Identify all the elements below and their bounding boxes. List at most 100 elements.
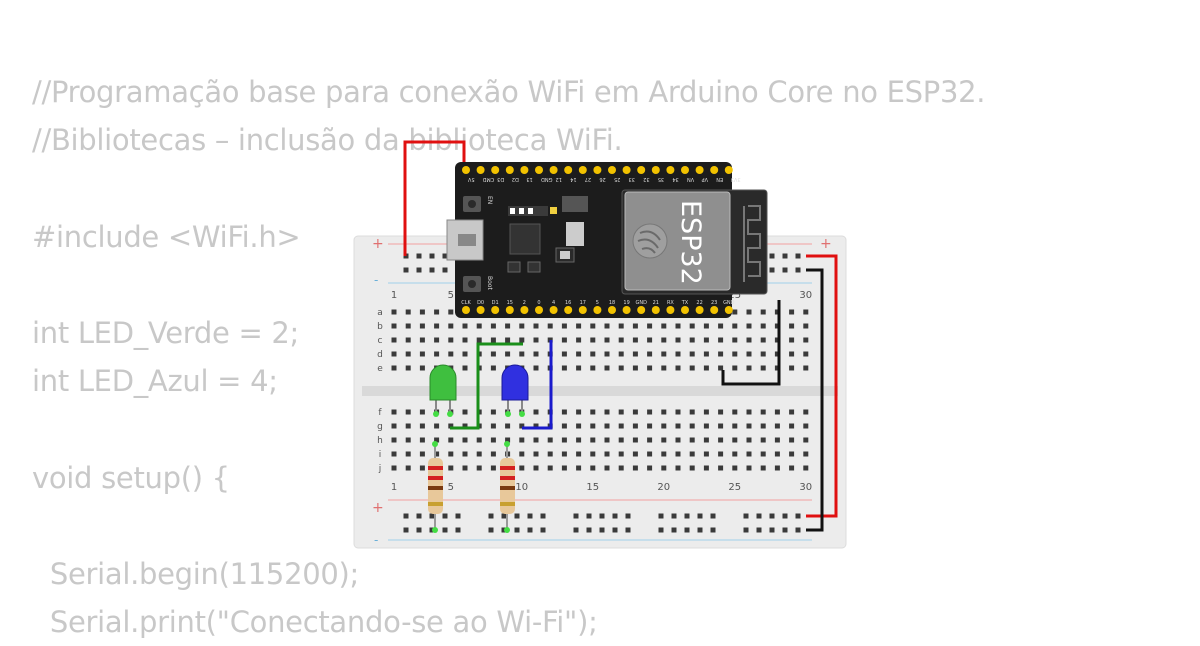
rail-hole	[795, 253, 801, 259]
breadboard-hole	[661, 423, 667, 429]
breadboard-hole	[533, 437, 539, 443]
breadboard-hole	[419, 309, 425, 315]
antenna-trace	[743, 205, 761, 282]
esp32-bottom-pin	[520, 306, 529, 314]
breadboard-hole	[505, 351, 511, 357]
green-led	[429, 364, 457, 417]
resistor-1-band	[428, 466, 443, 470]
esp32-top-pin-label: 25	[614, 176, 620, 182]
breadboard-hole	[462, 423, 468, 429]
esp32-bottom-pin	[695, 306, 704, 314]
esp32-module-label: ESP32	[675, 200, 706, 285]
rail-hole	[540, 527, 546, 533]
esp32-top-pin-label: 35	[658, 176, 664, 182]
breadboard-hole	[405, 309, 411, 315]
breadboard-hole	[490, 351, 496, 357]
breadboard-hole	[505, 437, 511, 443]
breadboard-hole	[590, 465, 596, 471]
code-line: #include <WiFi.h>	[32, 219, 301, 254]
boot-button-label: Boot	[486, 276, 493, 290]
boot-button-cap[interactable]	[468, 280, 476, 288]
breadboard-hole	[647, 351, 653, 357]
esp32-bottom-pin	[622, 306, 631, 314]
breadboard-hole	[434, 451, 440, 457]
column-number: 20	[657, 482, 670, 493]
breadboard-hole	[789, 465, 795, 471]
breadboard-hole	[405, 337, 411, 343]
breadboard-hole	[746, 351, 752, 357]
rail-plus-label-top-right: +	[820, 236, 832, 252]
breadboard-hole	[462, 465, 468, 471]
breadboard-hole	[774, 409, 780, 415]
breadboard-hole	[718, 451, 724, 457]
breadboard-hole	[675, 323, 681, 329]
breadboard-hole	[760, 451, 766, 457]
breadboard-hole	[703, 409, 709, 415]
breadboard-hole	[561, 465, 567, 471]
breadboard-hole	[703, 465, 709, 471]
breadboard-hole	[476, 323, 482, 329]
breadboard-hole	[789, 309, 795, 315]
breadboard-hole	[632, 423, 638, 429]
breadboard-hole	[561, 323, 567, 329]
breadboard-hole	[632, 465, 638, 471]
breadboard-hole	[391, 337, 397, 343]
rail-hole	[697, 513, 703, 519]
rail-hole	[599, 513, 605, 519]
breadboard-hole	[604, 351, 610, 357]
usb-chip	[509, 223, 541, 255]
breadboard-hole	[547, 451, 553, 457]
rail-hole	[684, 513, 690, 519]
breadboard-hole	[675, 437, 681, 443]
breadboard-hole	[632, 337, 638, 343]
esp32-top-pin-label: D3	[497, 176, 504, 182]
breadboard-hole	[746, 451, 752, 457]
esp32-bottom-pin	[476, 306, 485, 314]
breadboard-hole	[476, 437, 482, 443]
rail-hole	[769, 527, 775, 533]
resistor-2-pin	[504, 441, 510, 447]
resistor-2-band	[500, 466, 515, 470]
esp32-top-pin	[608, 166, 616, 174]
breadboard-hole	[618, 437, 624, 443]
esp32-top-pin-label: 26	[599, 176, 605, 182]
en-button-cap[interactable]	[468, 200, 476, 208]
breadboard-hole	[689, 365, 695, 371]
esp32-top-pin	[622, 166, 631, 174]
breadboard-hole	[789, 451, 795, 457]
breadboard-hole	[661, 437, 667, 443]
breadboard-hole	[604, 465, 610, 471]
breadboard-hole	[476, 465, 482, 471]
breadboard-hole	[419, 465, 425, 471]
breadboard-hole	[703, 323, 709, 329]
esp32-bottom-pin-label: CLK	[461, 300, 471, 306]
breadboard-hole	[434, 437, 440, 443]
breadboard-hole	[632, 451, 638, 457]
breadboard-hole	[803, 337, 809, 343]
rail-hole	[782, 527, 788, 533]
esp32-bottom-pin-label: 19	[623, 300, 629, 306]
esp32-bottom-pin	[724, 306, 733, 314]
rail-hole	[416, 513, 422, 519]
esp32-bottom-pin-label: GND	[723, 300, 735, 306]
rail-hole	[488, 513, 494, 519]
esp32-top-pin	[651, 166, 660, 174]
esp32-bottom-pin-label: 0	[537, 300, 540, 306]
row-letter: g	[377, 422, 383, 432]
breadboard-hole	[689, 351, 695, 357]
row-letter: j	[378, 464, 382, 474]
rail-hole	[671, 513, 677, 519]
usb-port-socket	[458, 234, 476, 246]
breadboard-hole	[519, 423, 525, 429]
breadboard-hole	[774, 423, 780, 429]
rail-hole	[573, 527, 579, 533]
rail-hole	[710, 513, 716, 519]
rail-hole	[782, 253, 788, 259]
rail-hole	[416, 527, 422, 533]
rail-hole	[795, 513, 801, 519]
esp32-top-pin	[710, 166, 719, 174]
green-led-pin	[433, 411, 439, 417]
esp32-bottom-pin-label: 15	[507, 300, 513, 306]
breadboard-hole	[519, 437, 525, 443]
esp32-bottom-pin	[564, 306, 573, 314]
